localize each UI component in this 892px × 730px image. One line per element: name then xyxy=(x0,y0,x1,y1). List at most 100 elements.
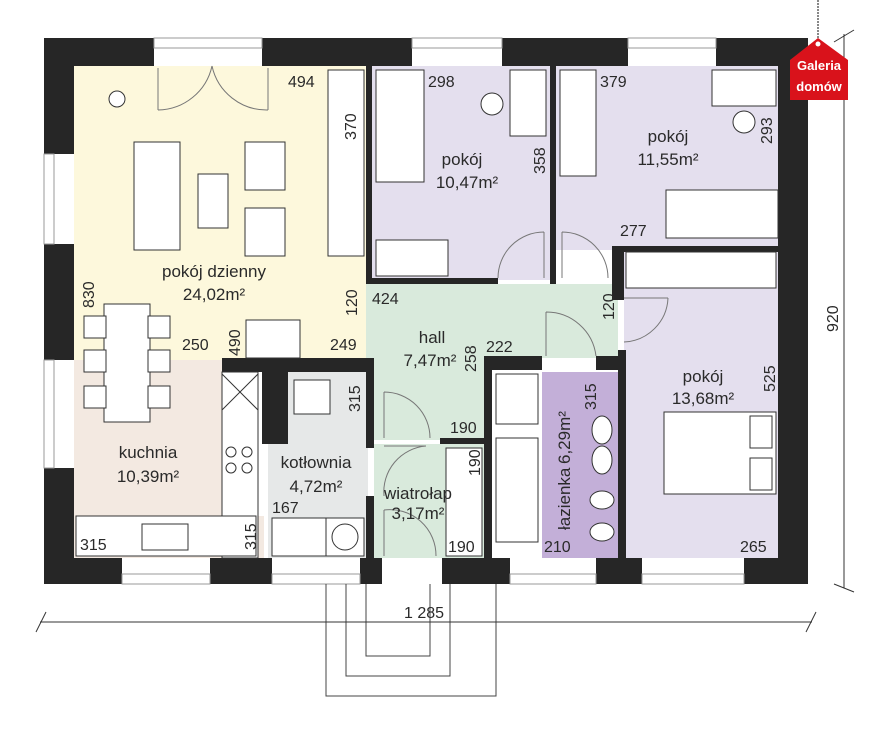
hob-burner xyxy=(225,462,237,474)
dim-bed2-277: 277 xyxy=(620,223,647,240)
total-width-label: 1 285 xyxy=(404,605,444,622)
bed1-wardrobe xyxy=(375,239,449,277)
dim-kitchen-315-depth: 315 xyxy=(243,523,260,550)
hob-burner xyxy=(241,462,253,474)
dim-living-depth: 830 xyxy=(81,281,98,308)
dim-bed2-depth: 293 xyxy=(759,117,776,144)
boiler-room-name: kotłownia xyxy=(281,453,352,472)
dim-living-490: 490 xyxy=(227,329,244,356)
chair xyxy=(147,349,171,373)
dining-table xyxy=(103,303,151,423)
dim-bed2-width: 379 xyxy=(600,74,627,91)
window-bottom-2 xyxy=(271,573,361,585)
vestibule-name: wiatrołap xyxy=(383,484,452,503)
wall-left-1 xyxy=(44,38,74,154)
wall-right xyxy=(778,38,808,584)
hall-floor-lower xyxy=(366,356,484,440)
bed2-desk xyxy=(711,69,777,107)
galeria-domow-badge[interactable]: Galeria domów xyxy=(790,0,848,100)
wall-bed2-bottom xyxy=(612,246,624,300)
bathroom-area: 6,29m² xyxy=(555,411,574,464)
kitchen-name: kuchnia xyxy=(119,443,178,462)
depth-tick-bottom xyxy=(833,583,855,593)
badge-line1: Galeria xyxy=(797,58,842,73)
bed2-door xyxy=(561,231,609,279)
overall-dimensions xyxy=(35,29,855,633)
kitchen-sink xyxy=(141,523,189,551)
dim-bath-210: 210 xyxy=(544,539,571,556)
dim-bath-315: 315 xyxy=(583,383,600,410)
bathroom-name: łazienka xyxy=(555,467,574,530)
room-labels: pokój dzienny 24,02m² kuchnia 10,39m² ko… xyxy=(117,127,735,530)
wall-boiler-right xyxy=(366,358,374,448)
kitchen-area: 10,39m² xyxy=(117,467,180,486)
bed3-pillow xyxy=(749,457,773,491)
dim-boiler-315: 315 xyxy=(347,385,364,412)
dim-hall-222: 222 xyxy=(486,339,513,356)
bed1-chair xyxy=(480,92,504,116)
wall-bottom-1 xyxy=(44,558,122,584)
dim-hall-width: 424 xyxy=(372,291,399,308)
windows xyxy=(43,37,745,585)
step-2 xyxy=(345,584,451,677)
dim-living-250: 250 xyxy=(182,337,209,354)
wall-bottom-3 xyxy=(360,558,382,584)
bathroom-door xyxy=(545,311,597,357)
wall-unit xyxy=(327,69,365,257)
bed3-pillow xyxy=(749,415,773,449)
washing-machine-drum xyxy=(331,523,359,551)
terrace-door-left xyxy=(157,65,213,111)
closet xyxy=(445,447,483,557)
dim-bed3-265: 265 xyxy=(740,539,767,556)
bed3-door xyxy=(623,297,669,343)
bedroom1-name: pokój xyxy=(442,150,483,169)
bedroom1-area: 10,47m² xyxy=(436,173,499,192)
step-1 xyxy=(365,584,431,657)
bed2-chair xyxy=(732,110,756,134)
window-left-1 xyxy=(43,153,55,245)
wall-bath-left xyxy=(484,356,492,558)
window-top-1 xyxy=(153,37,263,49)
badge-line2: domów xyxy=(796,79,842,94)
boiler xyxy=(293,379,331,415)
bedroom2-area: 11,55m² xyxy=(637,150,698,169)
dim-bed1-depth: 358 xyxy=(532,147,549,174)
boiler-room-area: 4,72m² xyxy=(290,477,343,496)
bed3-wardrobe xyxy=(625,251,777,289)
fireplace xyxy=(245,319,301,359)
window-bottom-1 xyxy=(121,573,211,585)
dim-bed3-525: 525 xyxy=(762,365,779,392)
vestibule-inner-door xyxy=(383,391,431,439)
shower xyxy=(495,373,539,425)
wall-bed1-bottom xyxy=(366,278,498,284)
wall-bed2-bed3 xyxy=(618,246,778,252)
entrance-steps xyxy=(325,584,497,697)
dim-vest-190-depth: 190 xyxy=(467,449,484,476)
chair xyxy=(83,349,107,373)
front-door xyxy=(383,509,437,557)
wall-vest-left xyxy=(366,496,374,558)
width-tick-right xyxy=(805,611,817,633)
wall-bottom-5 xyxy=(596,558,642,584)
wall-bed1-bed2 xyxy=(550,66,556,284)
wall-bath-top-right xyxy=(596,356,618,370)
dim-hall-258: 258 xyxy=(463,345,480,372)
wall-bottom-6 xyxy=(744,558,808,584)
dim-living-unit: 370 xyxy=(343,113,360,140)
wall-hall-bath-top xyxy=(484,356,542,370)
dim-living-249: 249 xyxy=(330,337,357,354)
window-bottom-4 xyxy=(641,573,745,585)
dim-hall-120: 120 xyxy=(601,293,618,320)
badge-hole xyxy=(815,41,821,47)
hall-area: 7,47m² xyxy=(404,351,457,370)
bidet xyxy=(589,522,615,542)
dim-living-width: 494 xyxy=(288,74,315,91)
bed1-desk xyxy=(509,69,547,137)
dim-hall-190: 190 xyxy=(450,420,477,437)
bathtub xyxy=(495,437,539,543)
wall-living-bed1 xyxy=(366,66,372,284)
dimension-labels: 494 370 830 120 490 250 249 298 358 379 … xyxy=(80,74,779,556)
wall-kitchen-boiler xyxy=(262,358,288,444)
dim-kitchen-315-width: 315 xyxy=(80,537,107,554)
